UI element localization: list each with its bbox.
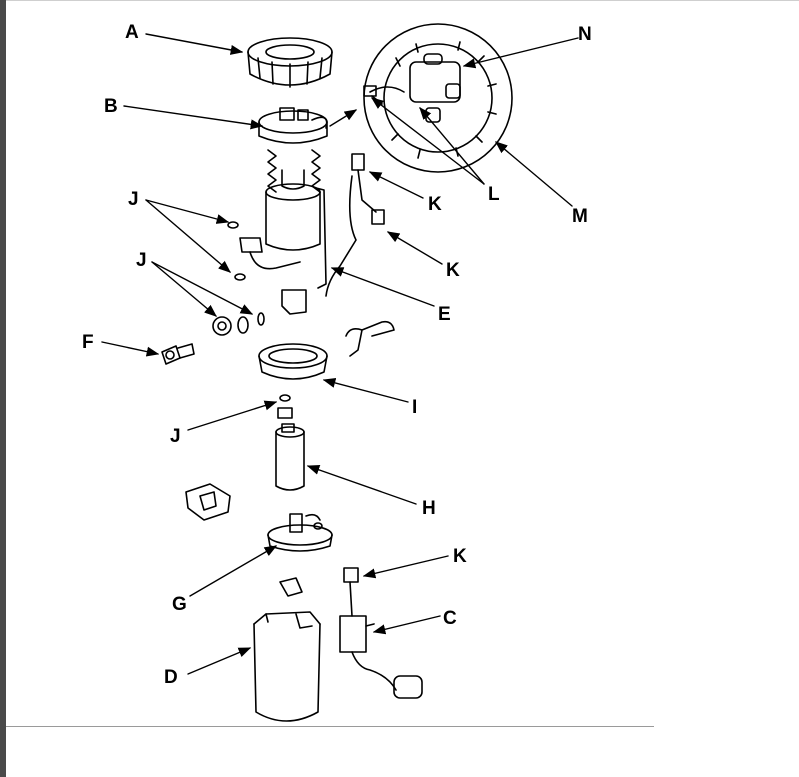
- label-a: A: [125, 22, 139, 43]
- part-harness-lower: [339, 567, 423, 699]
- label-f: F: [82, 332, 94, 353]
- part-filter-base: [267, 513, 333, 597]
- label-g: G: [172, 594, 187, 615]
- part-fitting: [161, 343, 195, 365]
- label-k-1: K: [428, 194, 442, 215]
- label-b: B: [104, 96, 118, 117]
- left-border-bar: [0, 0, 6, 777]
- part-pump-module: [239, 107, 328, 315]
- part-filter-housing: [253, 611, 321, 722]
- label-j-3: J: [170, 426, 181, 447]
- label-i: I: [412, 397, 417, 418]
- label-e: E: [438, 304, 451, 325]
- label-h: H: [422, 498, 436, 519]
- bottom-divider: [6, 726, 654, 727]
- inset-top-view: [363, 23, 513, 173]
- part-harness-upper: [325, 153, 385, 297]
- top-rule: [6, 0, 799, 1]
- part-clip: [345, 320, 395, 357]
- label-c: C: [443, 608, 457, 629]
- leader-lines: [101, 33, 579, 675]
- label-m: M: [572, 206, 588, 227]
- label-k-3: K: [453, 546, 467, 567]
- part-seal: [258, 343, 328, 380]
- part-bracket: [185, 483, 231, 521]
- label-k-2: K: [446, 260, 460, 281]
- label-d: D: [164, 667, 178, 688]
- label-j-1: J: [128, 189, 139, 210]
- part-fuel-pump: [275, 394, 305, 491]
- label-j-2: J: [136, 250, 147, 271]
- part-o-rings-upper: [212, 221, 265, 336]
- label-n: N: [578, 24, 592, 45]
- label-l: L: [488, 184, 500, 205]
- part-lock-ring: [247, 37, 333, 88]
- callout-labels: A B C D E F G H I J J J K K K L M N: [82, 22, 592, 688]
